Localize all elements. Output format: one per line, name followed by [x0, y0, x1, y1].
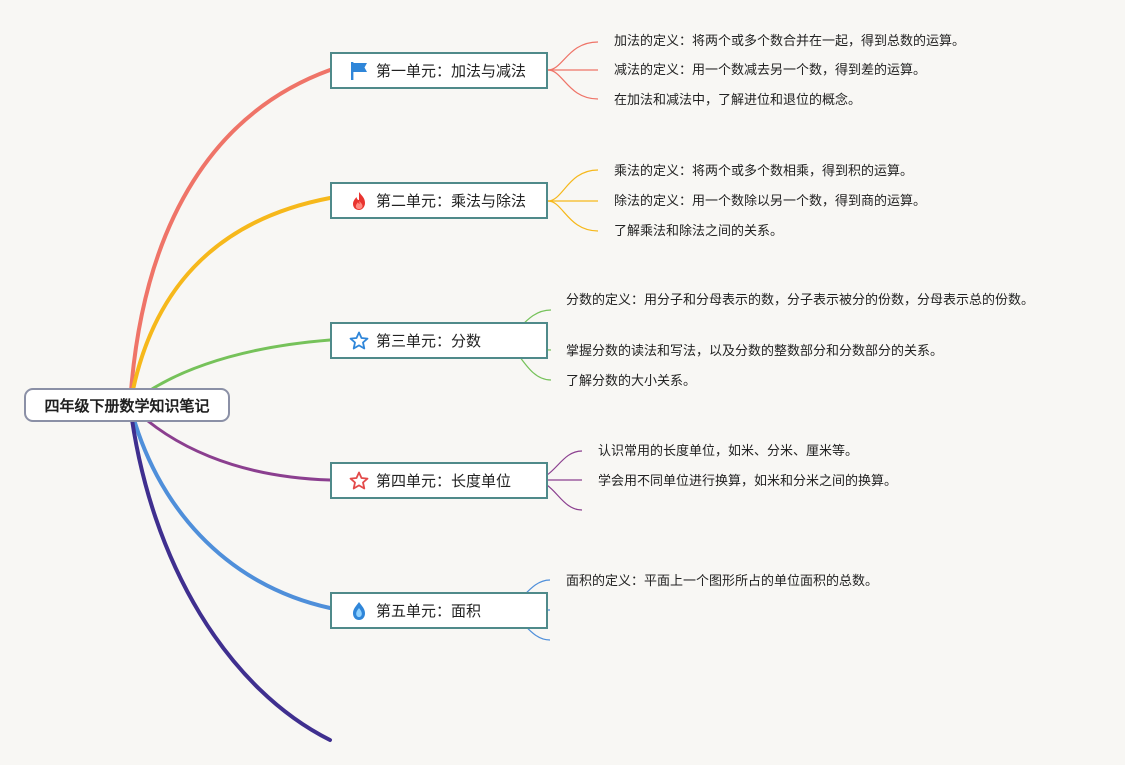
main-branch-unit-2 — [128, 196, 332, 407]
topic-unit-5[interactable]: 第五单元：面积 — [330, 592, 548, 629]
note-unit-5-item-1: 面积的定义：平面上一个图形所占的单位面积的总数。 — [566, 574, 879, 589]
topic-unit-3-label: 第三单元：分数 — [376, 332, 482, 350]
fire-icon — [348, 190, 370, 212]
topic-unit-3[interactable]: 第三单元：分数 — [330, 322, 548, 359]
main-branch-unit-5 — [128, 403, 332, 610]
subbranch-unit-1-item-1 — [547, 41, 599, 71]
topic-unit-4[interactable]: 第四单元：长度单位 — [330, 462, 548, 499]
note-unit-3-item-2: 掌握分数的读法和写法，以及分数的整数部分和分数部分的关系。 — [566, 344, 944, 359]
topic-unit-1[interactable]: 第一单元：加法与减法 — [330, 52, 548, 89]
note-unit-1-item-1: 加法的定义：将两个或多个数合并在一起，得到总数的运算。 — [614, 34, 966, 49]
root-node-label: 四年级下册数学知识笔记 — [44, 396, 210, 415]
topic-unit-2[interactable]: 第二单元：乘法与除法 — [330, 182, 548, 219]
note-unit-3-item-3: 了解分数的大小关系。 — [566, 374, 697, 389]
note-unit-2-item-3: 了解乘法和除法之间的关系。 — [614, 224, 784, 239]
note-unit-1-item-2: 减法的定义：用一个数减去另一个数，得到差的运算。 — [614, 63, 927, 78]
main-branch-extra — [128, 403, 332, 742]
star-red-icon — [348, 470, 370, 492]
topic-unit-1-label: 第一单元：加法与减法 — [376, 62, 527, 80]
subbranch-unit-1-item-3 — [547, 69, 599, 100]
main-branch-unit-1 — [128, 68, 332, 407]
root-node[interactable]: 四年级下册数学知识笔记 — [24, 388, 230, 422]
note-unit-4-item-1: 认识常用的长度单位，如米、分米、厘米等。 — [598, 444, 859, 459]
flag-icon — [348, 60, 370, 82]
star-outline-icon — [348, 330, 370, 352]
note-unit-1-item-3: 在加法和减法中，了解进位和退位的概念。 — [614, 93, 862, 108]
note-unit-2-item-2: 除法的定义：用一个数除以另一个数，得到商的运算。 — [614, 194, 927, 209]
note-unit-2-item-1: 乘法的定义：将两个或多个数相乘，得到积的运算。 — [614, 164, 914, 179]
topic-unit-4-label: 第四单元：长度单位 — [376, 472, 512, 490]
subbranch-unit-2-item-1 — [547, 169, 599, 202]
subbranch-unit-2-item-3 — [547, 200, 599, 232]
topic-unit-2-label: 第二单元：乘法与除法 — [376, 192, 527, 210]
water-drop-icon — [348, 600, 370, 622]
note-unit-3-item-1: 分数的定义：用分子和分母表示的数，分子表示被分的份数，分母表示总的份数。 — [566, 293, 1035, 308]
topic-unit-5-label: 第五单元：面积 — [376, 602, 482, 620]
note-unit-4-item-2: 学会用不同单位进行换算，如米和分米之间的换算。 — [598, 474, 898, 489]
